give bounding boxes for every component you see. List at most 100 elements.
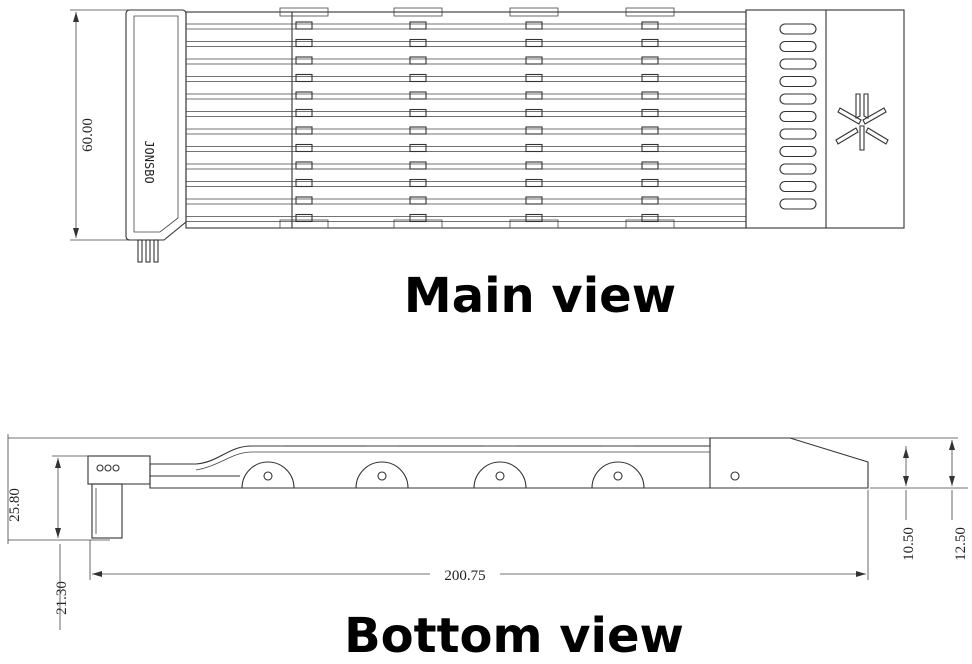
clip-bottom (393, 219, 443, 229)
clip-tab (409, 91, 427, 100)
clip-tab (641, 56, 659, 65)
roller-outline (473, 461, 527, 489)
roller-screw (263, 471, 273, 481)
dimension-height-right: 10.50 12.50 (870, 440, 969, 561)
clip-tab (409, 161, 427, 170)
clip-tab (409, 21, 427, 30)
clip-tab (409, 56, 427, 65)
clip-tab (295, 91, 313, 100)
vent-slot (779, 40, 817, 53)
vent-slot (779, 110, 817, 123)
dimension-height-left: 25.80 21.30 (7, 455, 90, 630)
roller-outline (355, 461, 409, 489)
clip-tab (525, 56, 543, 65)
clip-tab (525, 126, 543, 135)
clip-tab (409, 143, 427, 153)
clip-tab (525, 143, 543, 153)
clip-tab (525, 21, 543, 30)
clip-tab (641, 126, 659, 135)
dimension-length: 200.75 (89, 490, 869, 584)
clip-tab (409, 178, 427, 188)
vent-slot (779, 128, 817, 140)
jonsbo-logo: JONSBO (142, 140, 156, 183)
clip-tab (525, 178, 543, 188)
clip-tab (641, 143, 659, 153)
bottom-view-drawing: 25.80 21.30 200.75 10.50 12.50 (7, 434, 969, 630)
clip-tab (641, 161, 659, 170)
clip-tab (525, 73, 543, 83)
clip-tab (641, 91, 659, 100)
brand-logo-icon (835, 93, 889, 151)
clip-top (625, 7, 675, 17)
clip-tab (525, 213, 543, 223)
clip-tab (641, 73, 659, 83)
clip-tab (525, 91, 543, 100)
vent-slot (779, 145, 817, 158)
clip-tab (409, 108, 427, 118)
dimension-label-12-50: 12.50 (953, 527, 969, 561)
vent-slot (779, 198, 817, 210)
vent-slot (779, 58, 817, 70)
dimension-label-21-30: 21.30 (54, 581, 70, 615)
clip-tab (409, 213, 427, 223)
heatsink-profile (149, 437, 869, 489)
heatpipe-clips (279, 7, 675, 229)
main-view-heading: Main view (403, 268, 677, 324)
dimension-label-60: 60.00 (80, 118, 96, 152)
clip-top (279, 7, 329, 17)
dimension-label-25-80: 25.80 (7, 488, 23, 522)
clip-tab (295, 38, 313, 48)
main-view-drawing: 60.00 JONSBO (70, 7, 905, 263)
clip-tab (525, 161, 543, 170)
clip-tab (525, 108, 543, 118)
clip-tab (295, 178, 313, 188)
vent-slot (779, 180, 817, 193)
clip-tab (295, 56, 313, 65)
clip-tab (295, 21, 313, 30)
dimension-label-200-75: 200.75 (444, 568, 485, 584)
vent-slot (779, 93, 817, 105)
bottom-view-heading: Bottom view (344, 608, 684, 664)
roller-outline (591, 461, 645, 489)
clip-tab (295, 143, 313, 153)
clip-top (509, 7, 559, 17)
clip-tab (525, 38, 543, 48)
vent-slot (779, 75, 817, 88)
clip-tab (641, 38, 659, 48)
fan-clip-rollers (241, 445, 645, 489)
clip-tab (409, 196, 427, 205)
clip-tab (641, 108, 659, 118)
clip-tab (295, 196, 313, 205)
end-cap (745, 9, 905, 229)
roller-screw (377, 471, 387, 481)
side-connector (87, 455, 151, 539)
clip-tab (295, 126, 313, 135)
clip-tab (295, 213, 313, 223)
clip-bottom (279, 219, 329, 229)
clip-top (393, 7, 443, 17)
clip-tab (641, 213, 659, 223)
roller-outline (241, 461, 295, 489)
clip-tab (525, 196, 543, 205)
clip-tab (295, 73, 313, 83)
clip-tab (295, 161, 313, 170)
fin-stack (185, 7, 747, 229)
clip-tab (409, 38, 427, 48)
clip-tab (409, 73, 427, 83)
clip-tab (641, 196, 659, 205)
clip-tab (295, 108, 313, 118)
clip-tab (641, 21, 659, 30)
vent-slot (779, 23, 817, 35)
clip-tab (641, 178, 659, 188)
dimension-label-10-50: 10.50 (901, 527, 917, 561)
fin-lines (186, 23, 746, 222)
clip-tab (409, 126, 427, 135)
vent-slot (779, 163, 817, 175)
vent-slots (779, 23, 817, 210)
clip-bottom (625, 219, 675, 229)
connector-body: JONSBO (125, 9, 187, 263)
roller-screw (495, 471, 505, 481)
roller-screw (613, 471, 623, 481)
clip-bottom (509, 219, 559, 229)
